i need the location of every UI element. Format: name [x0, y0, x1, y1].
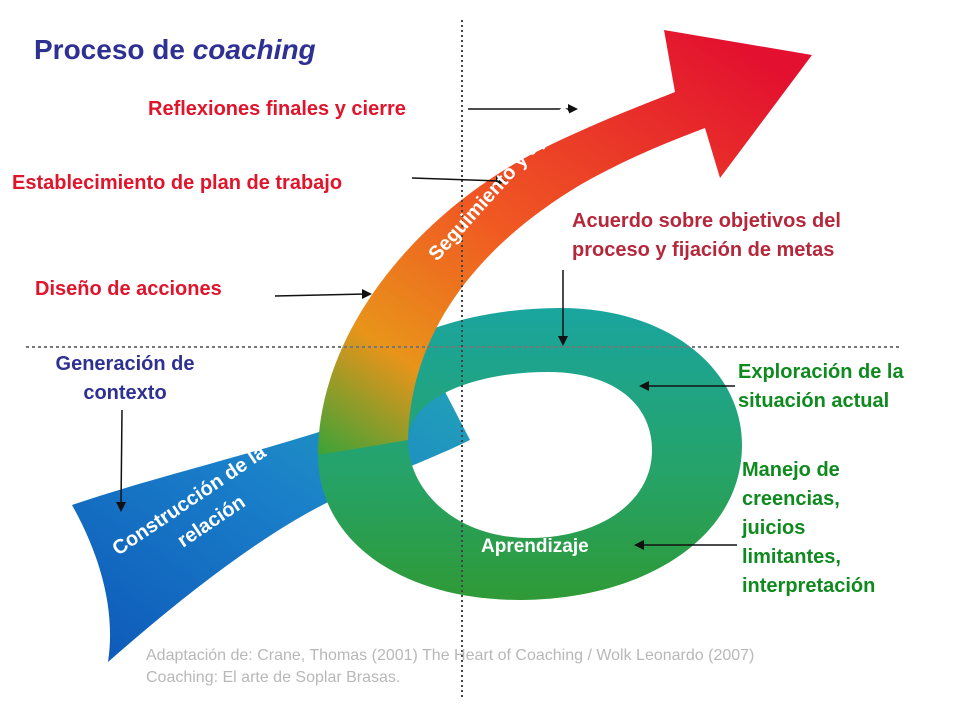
pointer-establecimiento [411, 177, 501, 182]
label-acuerdo: Acuerdo sobre objetivos del proceso y fi… [572, 207, 841, 265]
pointer-diseno [274, 293, 367, 297]
label-exploracion-line2: situación actual [738, 390, 890, 412]
label-manejo-line5: interpretación [742, 575, 876, 597]
label-reflexiones: Reflexiones finales y cierre [148, 98, 406, 120]
title-emphasis: coaching [192, 34, 316, 65]
label-manejo: Manejo de creencias, juicios limitantes,… [742, 456, 875, 601]
label-acuerdo-line1: Acuerdo sobre objetivos del [572, 210, 841, 232]
red-rising-arrow [318, 30, 812, 455]
label-manejo-line1: Manejo de [742, 459, 840, 481]
green-ring [318, 308, 742, 600]
label-manejo-line4: limitantes, [742, 546, 841, 568]
aprendizaje-text: Aprendizaje [481, 536, 589, 557]
title-main: Proceso de [34, 34, 193, 65]
source-citation: Adaptación de: Crane, Thomas (2001) The … [146, 647, 755, 686]
label-exploracion: Exploración de la situación actual [738, 358, 904, 416]
page-title: Proceso de coaching [34, 34, 316, 66]
label-generacion: Generación de contexto [40, 350, 210, 408]
label-generacion-line2: contexto [83, 382, 167, 404]
label-manejo-line3: juicios [742, 517, 806, 539]
label-generacion-line1: Generación de [55, 353, 195, 375]
label-establecimiento: Establecimiento de plan de trabajo [12, 172, 343, 194]
pointer-generacion [120, 409, 123, 507]
label-acuerdo-line2: proceso y fijación de metas [572, 239, 835, 261]
label-manejo-line2: creencias, [742, 488, 840, 510]
label-exploracion-line1: Exploración de la [738, 361, 904, 383]
label-diseno: Diseño de acciones [35, 278, 222, 300]
